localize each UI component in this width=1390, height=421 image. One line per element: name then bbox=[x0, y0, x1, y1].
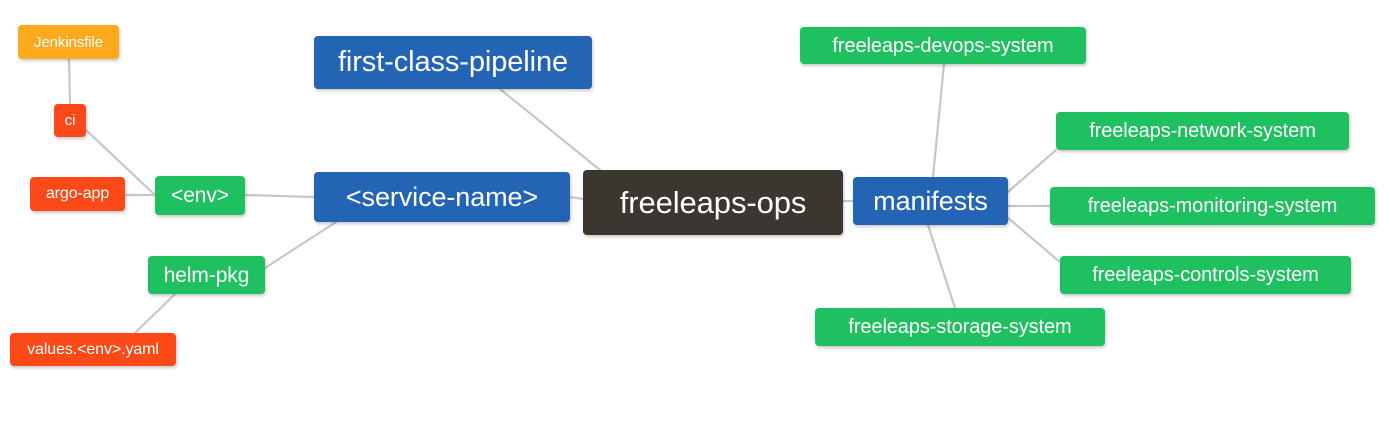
node-helm-pkg[interactable]: helm-pkg bbox=[148, 256, 265, 294]
node-jenkinsfile[interactable]: Jenkinsfile bbox=[18, 25, 119, 59]
node-freeleaps-controls-system[interactable]: freeleaps-controls-system bbox=[1060, 256, 1351, 294]
node-freeleaps-ops[interactable]: freeleaps-ops bbox=[583, 170, 843, 235]
node-freeleaps-monitoring-system[interactable]: freeleaps-monitoring-system bbox=[1050, 187, 1375, 225]
node-freeleaps-network-system[interactable]: freeleaps-network-system bbox=[1056, 112, 1349, 150]
edge-manifests-to-freeleaps-storage-system bbox=[926, 223, 957, 310]
node-manifests[interactable]: manifests bbox=[853, 177, 1008, 225]
node-first-class-pipeline[interactable]: first-class-pipeline bbox=[314, 36, 592, 89]
edge-env-to-service-name bbox=[243, 193, 316, 199]
node-argo-app[interactable]: argo-app bbox=[30, 177, 125, 211]
edge-service-name-to-freeleaps-ops bbox=[568, 195, 585, 201]
node-freeleaps-storage-system[interactable]: freeleaps-storage-system bbox=[815, 308, 1105, 346]
edge-service-name-to-helm-pkg bbox=[263, 220, 338, 270]
node-freeleaps-devops-system[interactable]: freeleaps-devops-system bbox=[800, 27, 1086, 64]
node-values-yaml[interactable]: values.<env>.yaml bbox=[10, 333, 176, 366]
edge-helm-pkg-to-values-yaml bbox=[133, 292, 177, 335]
node-env[interactable]: <env> bbox=[155, 176, 245, 215]
node-ci[interactable]: ci bbox=[54, 104, 86, 137]
edge-manifests-to-freeleaps-devops-system bbox=[931, 62, 946, 179]
edge-first-class-pipeline-to-freeleaps-ops bbox=[498, 87, 602, 172]
edge-jenkinsfile-to-ci bbox=[67, 57, 72, 106]
node-service-name[interactable]: <service-name> bbox=[314, 172, 570, 222]
edge-manifests-to-freeleaps-network-system bbox=[1006, 148, 1058, 194]
